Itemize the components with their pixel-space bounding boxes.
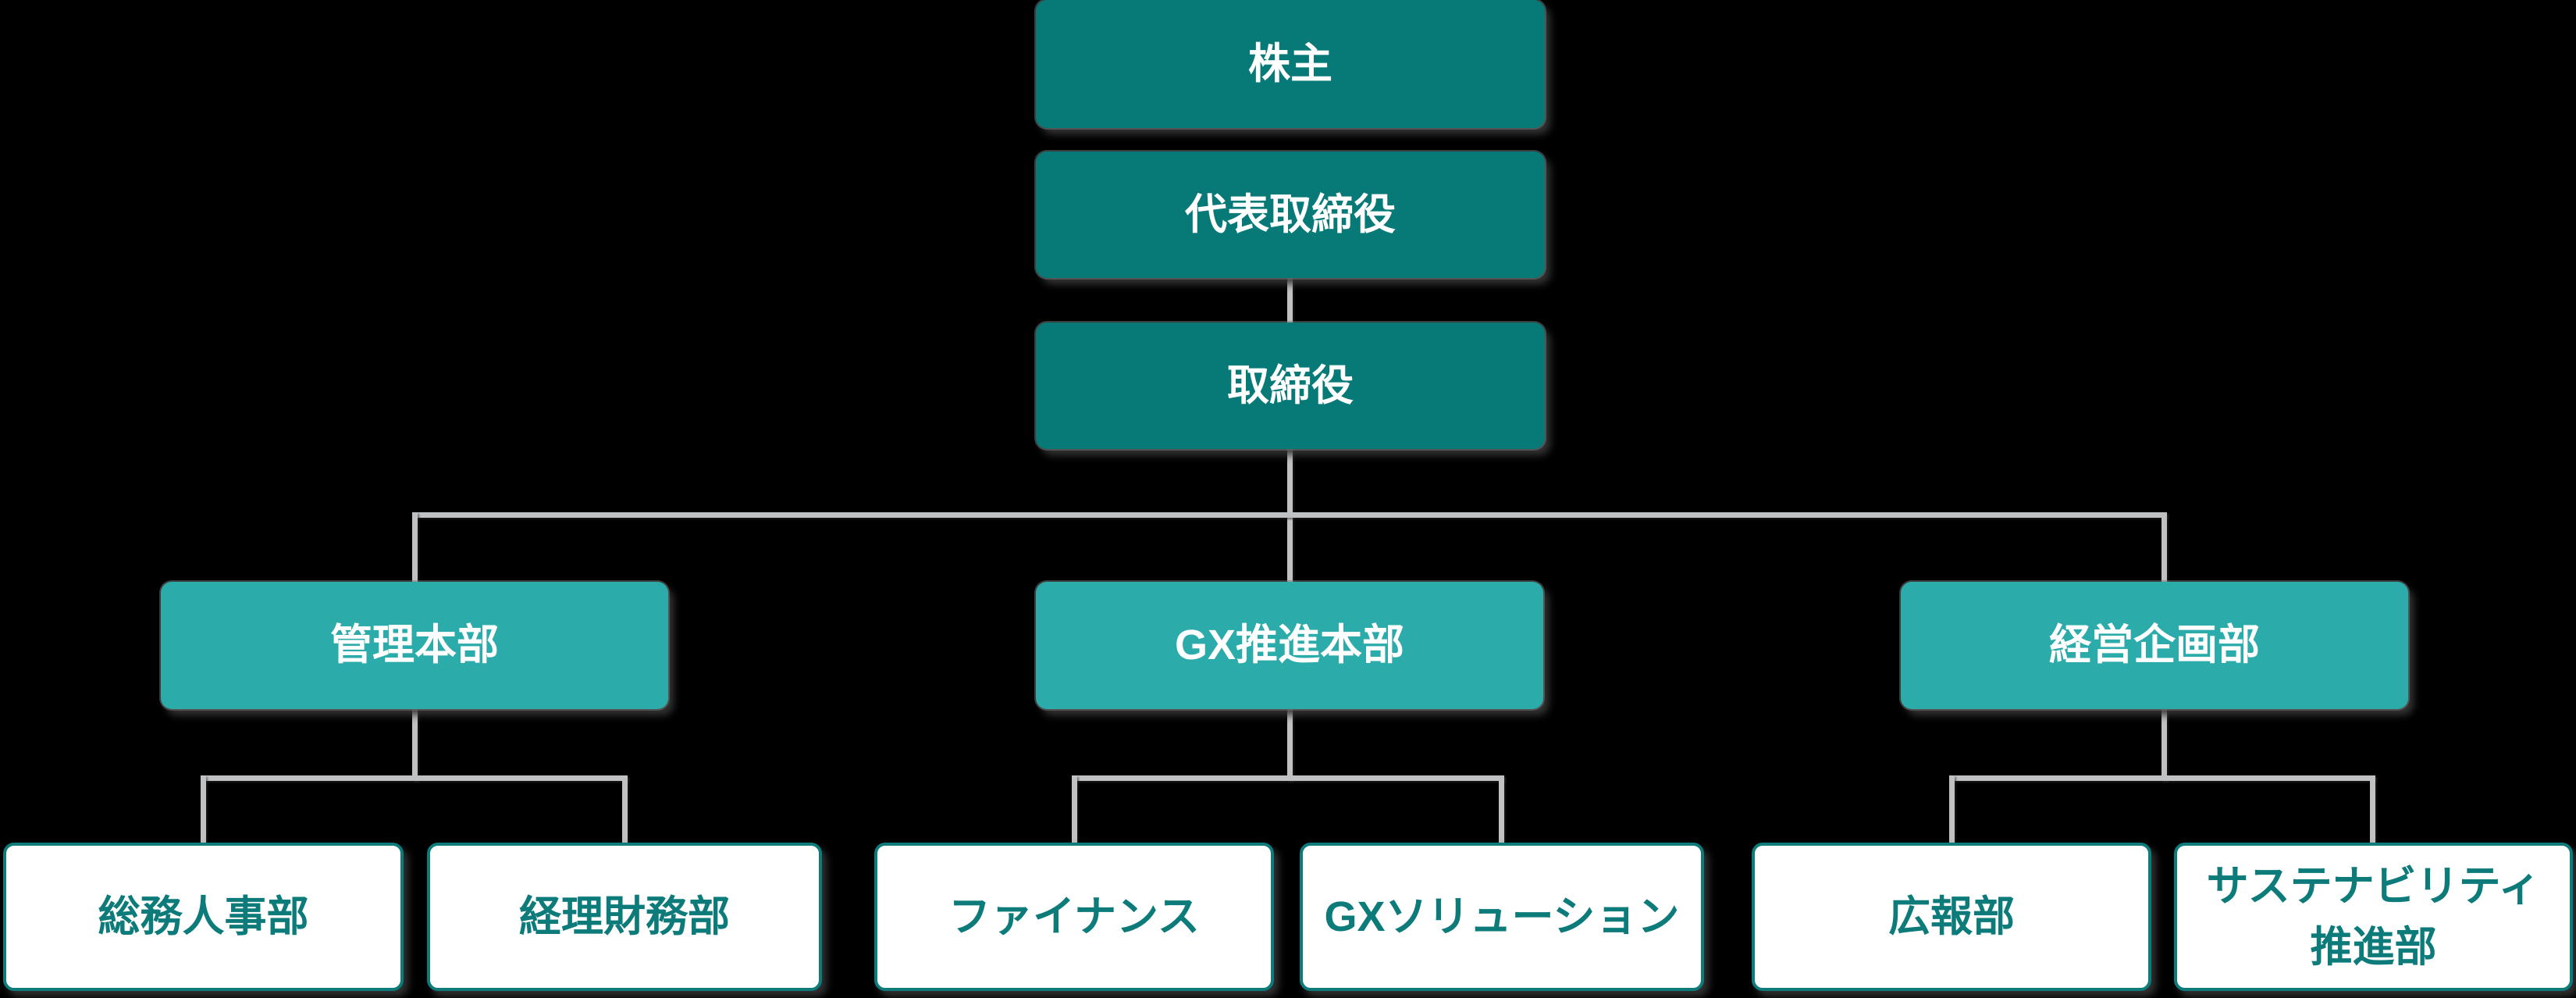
connector-admin-hq-stem	[412, 709, 418, 781]
connector-stem-gx-solution	[1499, 775, 1504, 844]
connector-stem-general-affairs-hr	[201, 775, 206, 844]
connector-gx-children-horizontal	[1072, 775, 1504, 781]
org-node-label: 管理本部	[330, 622, 499, 669]
org-node-general-affairs-hr: 総務人事部	[3, 843, 404, 991]
connector-planning-dept-stem	[2161, 709, 2167, 781]
connector-stem-public-relations	[1949, 775, 1955, 844]
connector-ceo-directors	[1287, 278, 1293, 323]
org-node-sustainability: サステナビリティ 推進部	[2174, 843, 2573, 991]
org-node-label: 取締役	[1227, 362, 1354, 409]
org-node-label: サステナビリティ 推進部	[2206, 862, 2541, 971]
connector-stem-accounting-finance	[622, 775, 628, 844]
org-node-accounting-finance: 経理財務部	[427, 843, 822, 991]
connector-gx-hq-stem	[1287, 709, 1293, 781]
org-node-label: 総務人事部	[98, 893, 309, 940]
org-node-shareholders: 株主	[1036, 0, 1545, 128]
org-node-public-relations: 広報部	[1752, 843, 2151, 991]
connector-main-horizontal	[412, 512, 2167, 518]
org-node-label: GXソリューション	[1324, 893, 1680, 940]
connector-admin-children-horizontal	[201, 775, 628, 781]
org-node-label: ファイナンス	[948, 893, 1200, 940]
connector-drop-planning-dept	[2161, 512, 2167, 582]
org-node-label: 広報部	[1888, 893, 2015, 940]
org-node-label: GX推進本部	[1174, 622, 1405, 669]
org-node-label: 経営企画部	[2049, 622, 2260, 669]
org-node-directors: 取締役	[1036, 323, 1545, 449]
org-node-gx-hq: GX推進本部	[1036, 582, 1543, 709]
org-node-admin-hq: 管理本部	[161, 582, 668, 709]
connector-planning-children-horizontal	[1949, 775, 2375, 781]
org-node-label: 経理財務部	[519, 893, 730, 940]
org-node-label: 代表取締役	[1185, 191, 1396, 238]
org-node-label: 株主	[1248, 40, 1332, 87]
org-node-planning-dept: 経営企画部	[1901, 582, 2408, 709]
org-node-finance: ファイナンス	[874, 843, 1274, 991]
org-node-gx-solution: GXソリューション	[1300, 843, 1704, 991]
connector-stem-finance	[1072, 775, 1077, 844]
org-node-ceo: 代表取締役	[1036, 151, 1545, 278]
connector-stem-sustainability	[2370, 775, 2375, 844]
connector-drop-admin-hq	[412, 512, 418, 582]
